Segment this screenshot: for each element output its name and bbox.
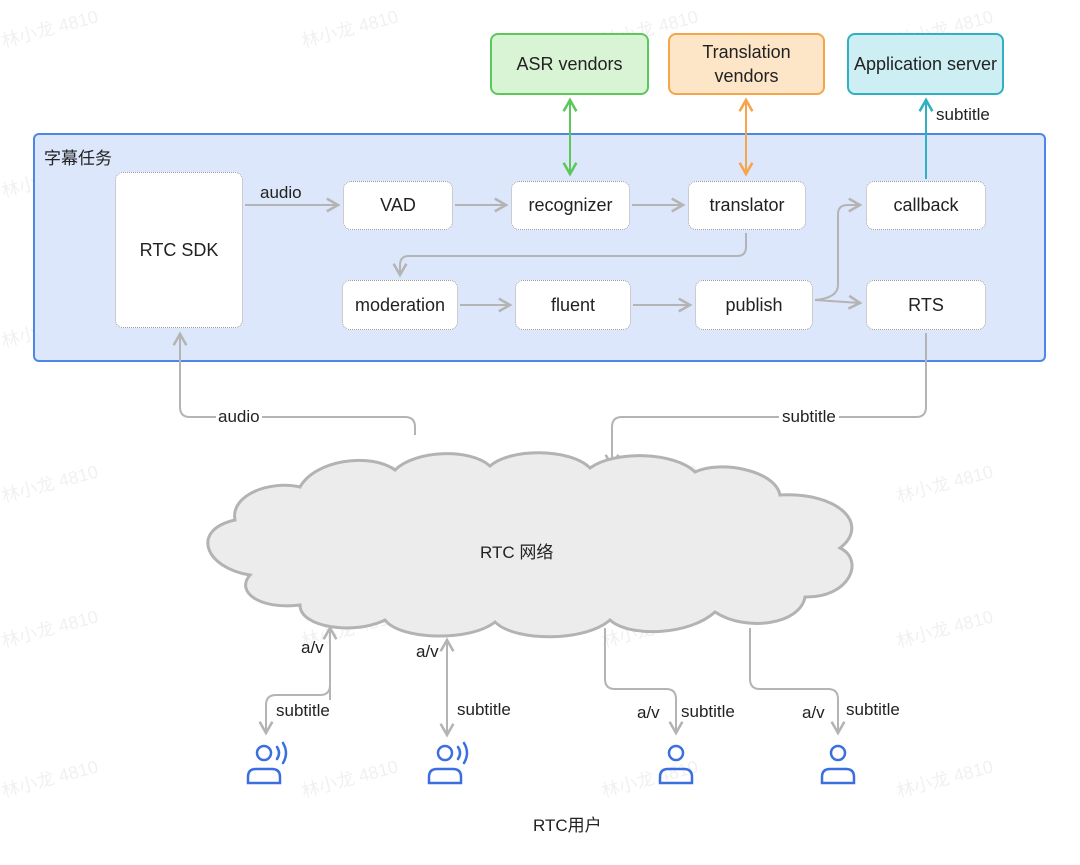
translator-node[interactable]: translator [688, 181, 806, 230]
edge-rts-network [604, 333, 927, 469]
user-speaking-icon [246, 741, 288, 785]
network-cloud [206, 451, 854, 639]
user-speaking-icon [427, 741, 469, 785]
edge-publish-callback [814, 197, 863, 301]
user1-subtitle-label: subtitle [276, 701, 330, 720]
asr-vendors-box[interactable]: ASR vendors [490, 33, 649, 95]
vad-node[interactable]: VAD [343, 181, 453, 230]
edge-user1-subtitle [258, 684, 331, 736]
user3-subtitle-label: subtitle [681, 702, 735, 721]
user-icon [820, 744, 856, 785]
edge-label-audio: audio [260, 183, 302, 202]
user2-av-label: a/v [416, 642, 439, 661]
application-server-box[interactable]: Application server [847, 33, 1004, 95]
user1-av-label: a/v [301, 638, 324, 657]
fluent-node[interactable]: fluent [515, 280, 631, 330]
edge-label-audio: audio [216, 407, 262, 427]
moderation-node[interactable]: moderation [342, 280, 458, 330]
user4-subtitle-label: subtitle [846, 700, 900, 719]
user4-av-label: a/v [802, 703, 825, 722]
edge-network-sdk [172, 331, 416, 435]
user3-av-label: a/v [637, 703, 660, 722]
users-caption: RTC用户 [533, 816, 602, 835]
group-title: 字幕任务 [44, 149, 112, 168]
recognizer-node[interactable]: recognizer [511, 181, 630, 230]
publish-node[interactable]: publish [695, 280, 813, 330]
edge-label-subtitle: subtitle [779, 407, 839, 427]
rtc-sdk-node[interactable]: RTC SDK [115, 172, 243, 328]
edge-user3-link [604, 628, 684, 736]
user-icon [658, 744, 694, 785]
edge-translator-moderation [392, 233, 747, 278]
rts-node[interactable]: RTS [866, 280, 986, 330]
user2-subtitle-label: subtitle [457, 700, 511, 719]
callback-node[interactable]: callback [866, 181, 986, 230]
translation-vendors-box[interactable]: Translation vendors [668, 33, 825, 95]
edge-user4-link [749, 628, 846, 736]
network-label: RTC 网络 [480, 543, 554, 562]
edge-publish-rts [814, 294, 863, 310]
edge-label-subtitle: subtitle [936, 105, 990, 124]
